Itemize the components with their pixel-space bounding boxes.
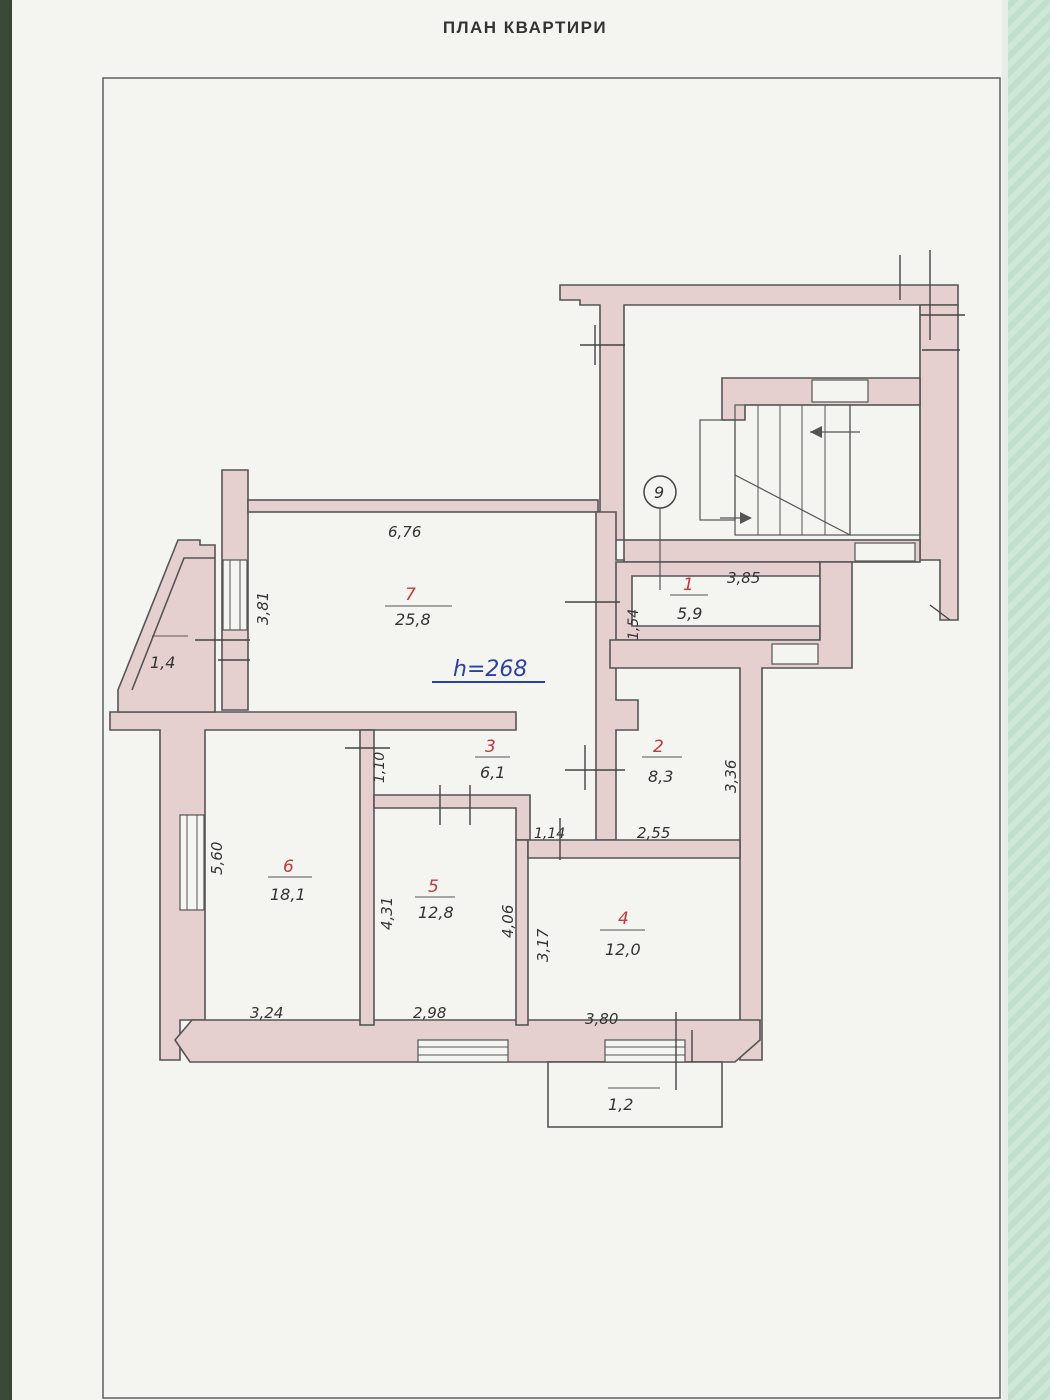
dimension: 4,06 [499,905,517,938]
room-3-label: 3 6,1 [475,737,510,782]
dimension: 3,80 [585,1010,618,1028]
room-area: 8,3 [648,767,673,786]
room-area: 5,9 [677,604,702,623]
room-area: 12,0 [605,940,641,959]
room-1-label: 1 5,9 [670,575,708,623]
dimension: 3,85 [727,569,760,587]
dimension: 3,17 [534,928,552,962]
balcony-bottom-label: 1,2 [608,1087,660,1114]
dimension: 4,31 [378,897,396,930]
windows [179,379,916,1063]
room-number: 4 [618,909,629,929]
room-number: 3 [485,737,496,757]
sheet-edge [1002,0,1008,1400]
dimension: 1,10 [372,752,388,783]
dimension: 5,60 [208,842,226,875]
page-frame [102,77,1001,1399]
balcony-left-label: 1,4 [150,635,188,672]
staircase [699,404,921,536]
room-6-label: 6 18,1 [268,857,312,904]
room-area: 12,8 [418,903,454,922]
room-7-label: 7 25,8 [385,585,452,629]
svg-text:h=268: h=268 [453,657,527,682]
dimension: 2,98 [413,1004,446,1022]
dimension: 1,54 [626,609,642,640]
page-title: ПЛАН КВАРТИРИ [442,18,608,37]
dimension: 1,14 [534,826,565,842]
room-area: 1,2 [608,1095,633,1114]
dimension: 3,81 [254,592,272,625]
dimension: 3,24 [250,1004,283,1022]
ceiling-height-note: h=268 [432,657,545,683]
room-area: 1,4 [150,653,175,672]
room-number: 5 [428,877,439,897]
room-area: 18,1 [270,885,306,904]
room-number: 6 [283,857,294,877]
room-2-label: 2 8,3 [642,737,682,786]
stair-marker: 9 [643,475,677,590]
room-5-label: 5 12,8 [415,877,455,922]
dimension: 2,55 [637,824,670,842]
stair-marker-number: 9 [654,483,664,502]
dimension: 6,76 [388,523,421,541]
door-marks [195,250,965,1090]
adjacent-document-edge [1002,0,1050,1400]
dimension: 3,36 [722,760,740,793]
room-4-label: 4 12,0 [600,909,645,959]
room-area: 25,8 [395,610,431,629]
room-number: 2 [653,737,664,757]
room-number: 7 [405,585,416,605]
room-number: 1 [683,575,694,595]
room-area: 6,1 [480,763,505,782]
dimension-labels: 6,76 3,81 3,85 1,54 3,36 2,55 1,14 1,10 … [208,523,760,1028]
